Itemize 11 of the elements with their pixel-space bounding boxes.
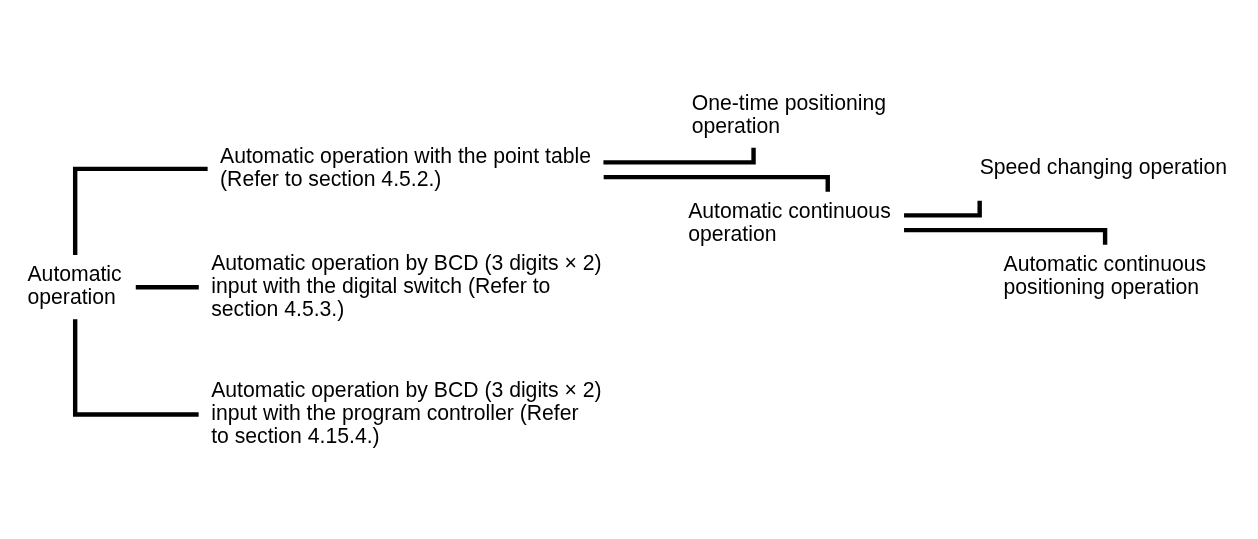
node-text: Automatic operation by BCD (3 digits × 2) input with the program controller (Refer to section 4.15.4.): [211, 377, 602, 447]
node-text: Automatic operation with the point table (Refer to section 4.5.2.): [220, 143, 592, 190]
node-text: Automatic continuous positioning operation: [1003, 251, 1207, 298]
node-text: Automatic operation by BCD (3 digits × 2) input with the digital switch (Refer to section 4.5.3.): [211, 250, 602, 320]
node-text: Automatic continuous operation: [688, 198, 891, 245]
connector: [72, 318, 199, 417]
connector: [72, 166, 208, 255]
node-text: Speed changing operation: [979, 154, 1228, 178]
node-text: One-time positioning operation: [691, 90, 887, 137]
connector: [135, 284, 199, 289]
node-text: Automatic operation: [27, 261, 122, 308]
